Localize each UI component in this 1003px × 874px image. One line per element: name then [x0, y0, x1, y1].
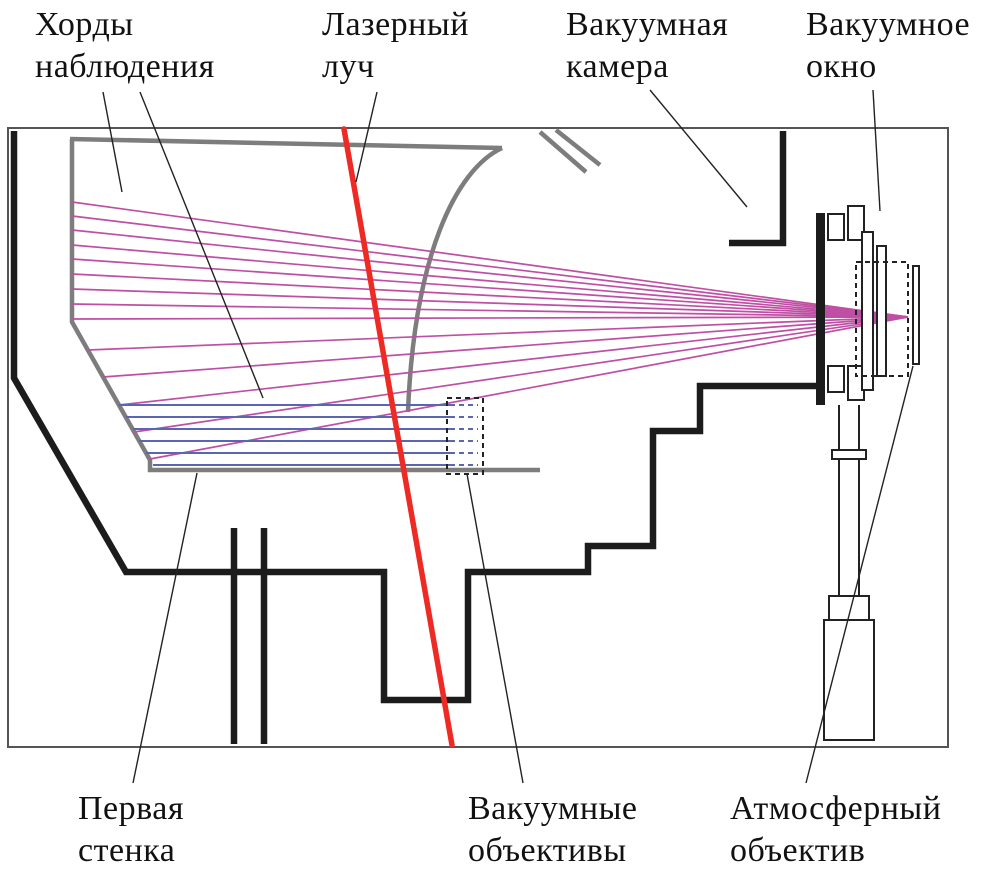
vacuum-objective-lines — [119, 397, 484, 475]
label-vacuum-chamber: Вакуумная камера — [566, 4, 728, 88]
vacuum-chamber-wall — [10, 131, 817, 744]
label-line: объективы — [468, 832, 627, 869]
label-line: объектив — [730, 832, 866, 869]
label-line: камера — [566, 48, 669, 85]
label-line: Хорды — [35, 6, 134, 43]
vacuum-window-assembly — [816, 205, 920, 405]
first-wall — [69, 128, 602, 473]
label-observation-chords: Хорды наблюдения — [35, 4, 215, 88]
label-line: луч — [322, 48, 375, 85]
diagram-frame — [7, 127, 949, 748]
label-line: Вакуумные — [468, 790, 638, 827]
laser-beam-line — [341, 126, 455, 748]
label-line: окно — [806, 48, 877, 85]
vacuum-lenses-box — [446, 397, 484, 475]
atmospheric-lens-element — [912, 265, 920, 365]
label-laser-beam: Лазерный луч — [322, 4, 469, 88]
label-line: Вакуумная — [566, 6, 729, 43]
leader-lines — [102, 89, 914, 784]
label-line: наблюдения — [35, 48, 215, 85]
label-line: Первая — [78, 790, 184, 827]
flange-plate — [816, 213, 825, 405]
chamber-top-port — [729, 131, 787, 247]
label-vacuum-lenses: Вакуумные объективы — [468, 788, 638, 872]
label-first-wall: Первая стенка — [78, 788, 184, 872]
label-vacuum-window: Вакуумное окно — [806, 4, 970, 88]
label-atmospheric-lens: Атмосферный объектив — [730, 788, 941, 872]
window-plate-2 — [876, 245, 887, 377]
label-line: стенка — [78, 832, 176, 869]
window-plate-1 — [861, 231, 874, 391]
detector-assembly — [823, 405, 875, 741]
label-line: Вакуумное — [806, 6, 971, 43]
vacuum-window-box — [855, 261, 909, 377]
camera-body — [823, 619, 875, 741]
label-line: Атмосферный — [730, 790, 942, 827]
label-line: Лазерный — [322, 6, 469, 43]
observation-chords — [71, 201, 909, 460]
